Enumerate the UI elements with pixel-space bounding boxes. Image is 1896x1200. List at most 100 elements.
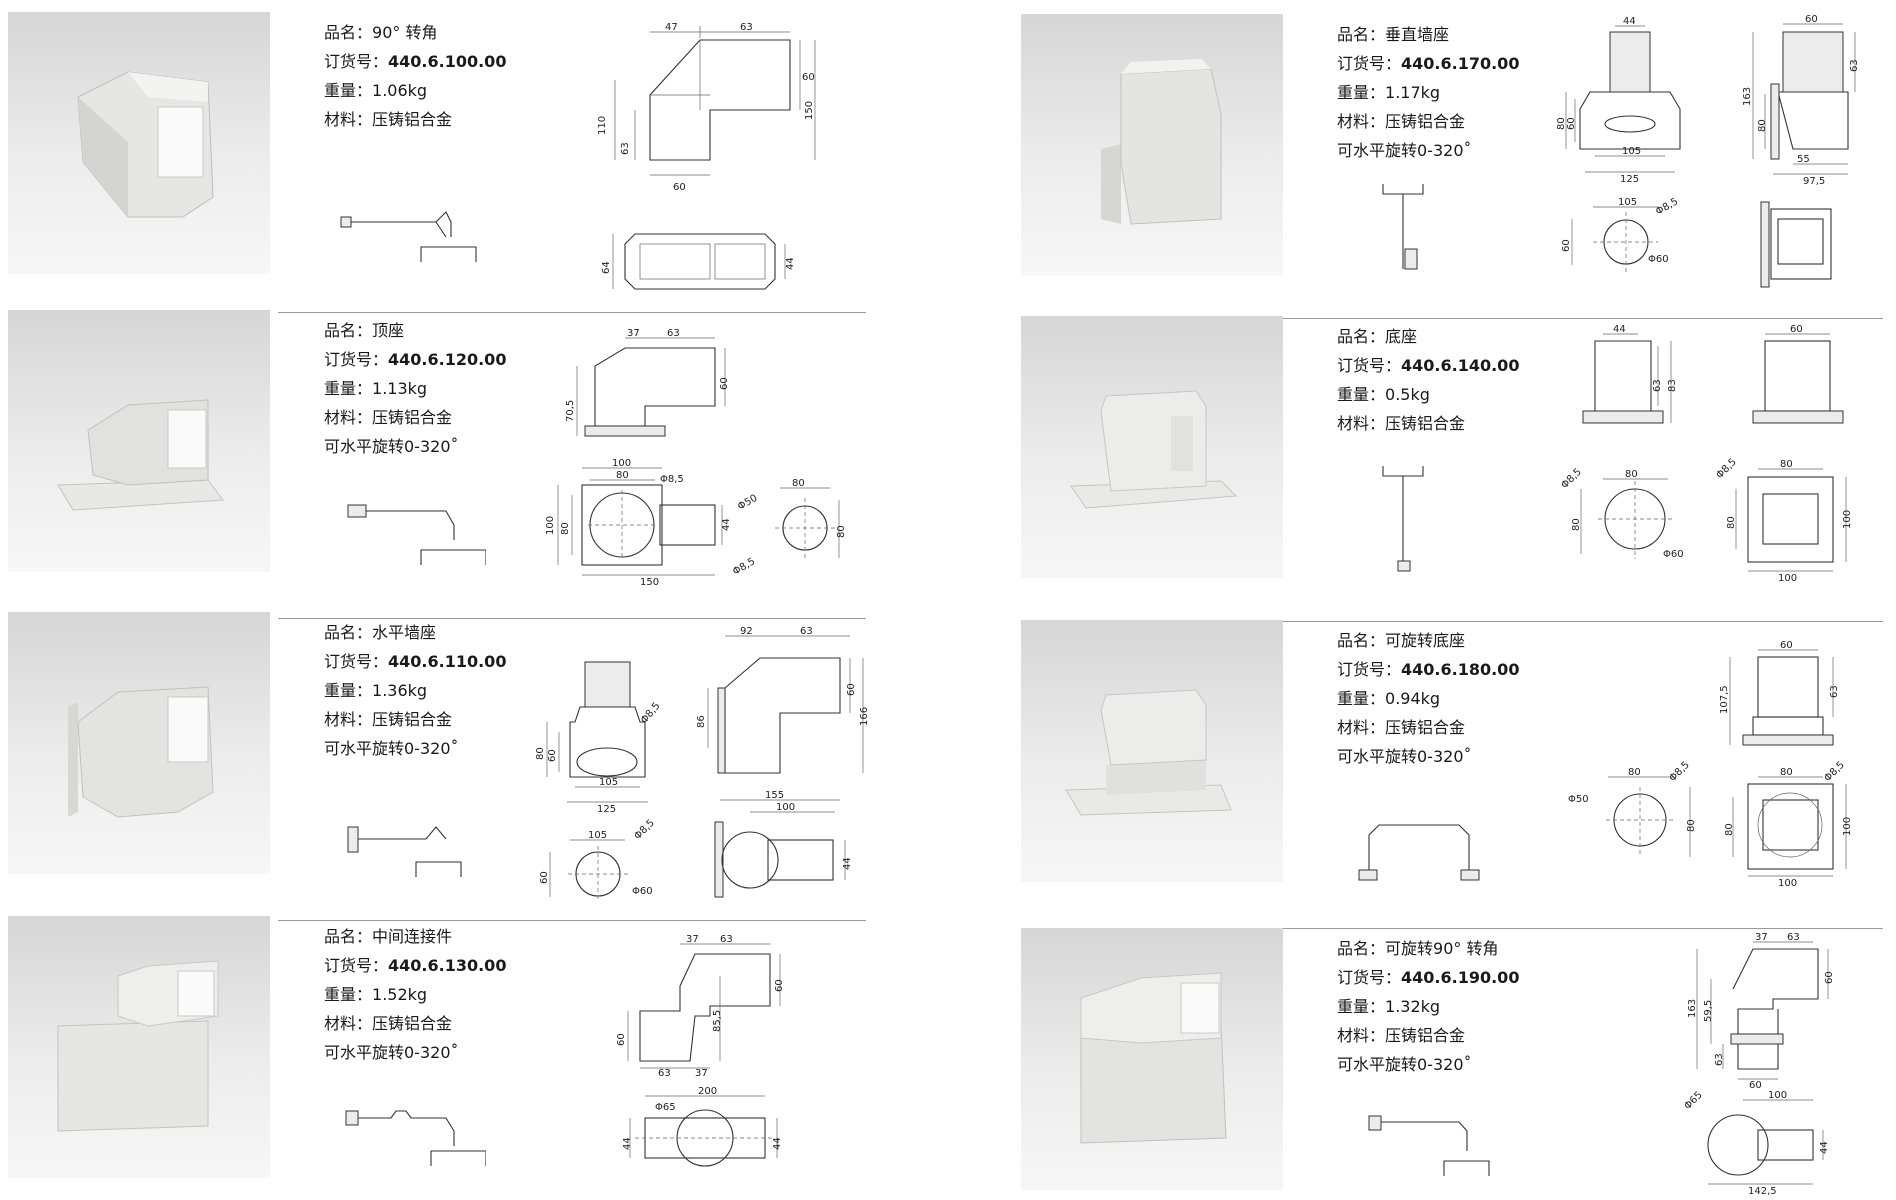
top-view-drawing: 64 44: [601, 224, 805, 299]
dim-label: 63: [1652, 379, 1663, 392]
product-name: 垂直墙座: [1385, 25, 1450, 44]
material-label: 材料：: [324, 710, 373, 729]
side-view-drawing: 60 63 163 80 55 97,5: [1733, 14, 1893, 189]
usage-diagram: [336, 192, 486, 282]
dim-label: 60: [673, 182, 686, 193]
product-info: 品名：中间连接件 订货号：440.6.130.00 重量：1.52kg 材料：压…: [324, 922, 506, 1067]
order-label: 订货号：: [1337, 660, 1402, 679]
dim-label: 37: [695, 1068, 708, 1079]
dim-label: 63: [1849, 59, 1860, 72]
dim-label: 63: [658, 1068, 671, 1079]
side-view-drawing: 92 63 60 86 166: [696, 626, 870, 783]
material-value: 压铸铝合金: [372, 110, 453, 129]
front-view-drawing: 47 63 60 150 110 63 60: [590, 20, 820, 200]
dim-label: 100: [1778, 878, 1797, 889]
material-value: 压铸铝合金: [1385, 718, 1466, 737]
name-label: 品名：: [1337, 327, 1386, 346]
dim-label: 100: [776, 802, 795, 813]
product-card-base: 品名：底座 订货号：440.6.140.00 重量：0.5kg 材料：压铸铝合金…: [1013, 316, 1896, 616]
top-view-drawing: 80 Φ8,5 80 100 100: [1718, 760, 1868, 889]
product-photo: [8, 916, 270, 1178]
dim-label: 44: [622, 1137, 633, 1150]
product-name: 中间连接件: [372, 927, 453, 946]
dim-label: 60: [1561, 239, 1572, 252]
product-photo: [8, 612, 270, 874]
dim-label: 63: [667, 328, 680, 339]
product-name: 90° 转角: [372, 23, 438, 42]
dim-label: 80: [1628, 767, 1641, 778]
dim-label: 85,5: [712, 1010, 723, 1032]
usage-diagram: [1349, 1106, 1499, 1196]
weight-label: 重量：: [1337, 689, 1386, 708]
product-card-intermediate-connector: 品名：中间连接件 订货号：440.6.130.00 重量：1.52kg 材料：压…: [0, 916, 870, 1198]
hole-pattern-drawing: Φ8,5 80 80 Φ60: [1559, 459, 1703, 579]
dim-label: 105: [599, 777, 618, 788]
dim-label: 64: [601, 261, 612, 274]
order-number: 440.6.170.00: [1401, 54, 1520, 73]
order-number: 440.6.120.00: [388, 350, 507, 369]
dim-label: Φ8,5: [1822, 760, 1847, 785]
dim-label: 92: [740, 626, 753, 637]
product-info: 品名：90° 转角 订货号：440.6.100.00 重量：1.06kg 材料：…: [324, 18, 506, 134]
material-label: 材料：: [324, 1014, 373, 1033]
dim-label: Φ8,5: [1667, 760, 1692, 785]
dim-label: 83: [1667, 379, 1678, 392]
dim-label: Φ8,5: [1559, 467, 1584, 492]
dim-label: 80: [792, 478, 805, 489]
rotation-note: 可水平旋转0-320˚: [1337, 747, 1472, 766]
left-column: 品名：90° 转角 订货号：440.6.100.00 重量：1.06kg 材料：…: [0, 0, 870, 1198]
material-value: 压铸铝合金: [372, 1014, 453, 1033]
name-label: 品名：: [324, 623, 373, 642]
order-label: 订货号：: [324, 652, 389, 671]
order-label: 订货号：: [324, 52, 389, 71]
divider: [278, 618, 866, 619]
dim-label: 44: [721, 518, 732, 531]
dim-label: 100: [1842, 510, 1853, 529]
hole-pattern-drawing: 80 Φ50 80 Φ8,5: [731, 478, 847, 580]
top-view-drawing: 100 80 Φ8,5 100 80 44 150: [540, 458, 740, 588]
material-label: 材料：: [324, 110, 373, 129]
product-info: 品名：水平墙座 订货号：440.6.110.00 重量：1.36kg 材料：压铸…: [324, 618, 506, 763]
dim-label: 200: [698, 1086, 717, 1097]
weight-value: 1.32kg: [1385, 997, 1441, 1016]
dim-label: 47: [665, 22, 678, 33]
dim-label: 100: [1842, 817, 1853, 836]
product-name: 可旋转90° 转角: [1385, 939, 1499, 958]
dim-label: 110: [597, 116, 608, 135]
weight-value: 1.36kg: [372, 681, 428, 700]
dim-label: 100: [1768, 1090, 1787, 1101]
product-photo: [8, 310, 270, 572]
dim-label: 80: [1724, 823, 1735, 836]
dim-label: 80: [560, 522, 571, 535]
dim-label: 44: [1613, 324, 1626, 335]
dim-label: 70,5: [565, 400, 576, 422]
dim-label: 60: [774, 979, 785, 992]
dim-label: 80: [1780, 459, 1793, 470]
dim-label: 37: [627, 328, 640, 339]
material-label: 材料：: [324, 408, 373, 427]
right-column: 品名：垂直墙座 订货号：440.6.170.00 重量：1.17kg 材料：压铸…: [1013, 0, 1896, 1198]
dim-label: 150: [804, 101, 815, 120]
dim-label: 125: [597, 804, 616, 815]
dim-label: 60: [547, 749, 558, 762]
front-view-drawing: 44 83 63: [1563, 324, 1693, 436]
order-number: 440.6.180.00: [1401, 660, 1520, 679]
dim-label: 44: [772, 1137, 783, 1150]
dim-label: 105: [1618, 197, 1637, 208]
dim-label: 37: [686, 934, 699, 945]
top-view-drawing: [1753, 197, 1838, 292]
dim-label: 80: [616, 470, 629, 481]
material-value: 压铸铝合金: [372, 408, 453, 427]
dim-label: 60: [719, 377, 730, 390]
weight-label: 重量：: [1337, 83, 1386, 102]
weight-value: 1.13kg: [372, 379, 428, 398]
weight-label: 重量：: [324, 379, 373, 398]
divider: [1281, 928, 1883, 929]
product-card-horizontal-wall-mount: 品名：水平墙座 订货号：440.6.110.00 重量：1.36kg 材料：压铸…: [0, 612, 870, 912]
dim-label: 80: [1571, 518, 1582, 531]
dim-label: 166: [859, 707, 870, 726]
name-label: 品名：: [324, 321, 373, 340]
weight-value: 0.5kg: [1385, 385, 1430, 404]
dim-label: 63: [1829, 685, 1840, 698]
dim-label: Φ8,5: [1714, 457, 1739, 482]
